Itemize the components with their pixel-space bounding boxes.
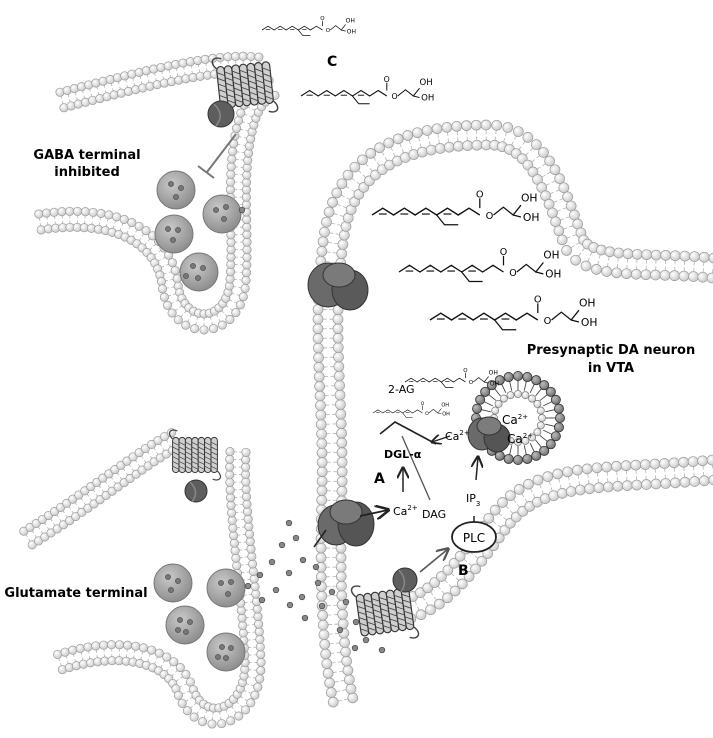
svg-text:OH: OH — [489, 369, 498, 376]
gaba-vesicle — [154, 214, 194, 254]
glutamate-vesicle — [206, 568, 246, 608]
glutamate-vesicle — [206, 632, 246, 672]
two-ag-molecules: OOOHOHOOOHOHOOOHOHOOOHOHOOOHOHOOOHOHOOOH… — [261, 16, 598, 418]
cb1-receptor-gaba — [211, 57, 279, 113]
svg-text:OH: OH — [521, 191, 538, 204]
panel-c-label: C — [327, 54, 337, 70]
dag-label: DAG — [422, 508, 446, 521]
text-labels: GABA terminal inhibited Glutamate termin… — [4, 54, 695, 601]
dgl-label: DGL-α — [384, 448, 422, 461]
glutamate-vesicles — [153, 563, 246, 672]
two-ag-molecule-6: OO OH OH — [372, 401, 450, 418]
g-protein-da — [392, 567, 418, 593]
g-protein-glutamate — [184, 479, 208, 503]
mglur-receptor-da — [350, 585, 420, 639]
channel-upper — [307, 262, 369, 311]
da-membrane-lower — [362, 454, 713, 628]
svg-text:OH: OH — [421, 94, 434, 104]
svg-text:O: O — [500, 247, 507, 258]
gaba-membrane-bottom — [34, 76, 280, 335]
svg-text:OH: OH — [441, 403, 449, 409]
svg-text:OH: OH — [581, 316, 598, 329]
svg-text:OH: OH — [346, 17, 355, 24]
cb1-receptor-glutamate — [169, 429, 221, 481]
receptors — [169, 57, 420, 639]
gaba-membrane-top — [55, 51, 264, 113]
arrow-gprotein-to-plc — [419, 549, 448, 573]
svg-text:O: O — [384, 75, 390, 84]
ip3-label: IP3 — [466, 492, 480, 508]
inhibition-line — [206, 133, 237, 173]
svg-text:O: O — [326, 28, 331, 34]
svg-text:OH: OH — [523, 211, 540, 224]
svg-text:OH: OH — [579, 296, 596, 309]
gaba-vesicle — [202, 194, 242, 234]
svg-text:O: O — [469, 380, 474, 386]
gaba-vesicle — [179, 252, 219, 292]
arrow-dag — [401, 435, 431, 501]
da-label-line1: Presynaptic DA neuron — [527, 343, 696, 358]
plc-enzyme — [451, 521, 497, 553]
ca-store-label-2: Ca2+ — [507, 432, 533, 446]
svg-text:OH: OH — [490, 380, 499, 387]
glutamate-label: Glutamate terminal — [4, 586, 147, 601]
svg-text:O: O — [509, 268, 516, 279]
glutamate-vesicle — [165, 605, 205, 645]
svg-text:OH: OH — [543, 250, 559, 262]
svg-text:OH: OH — [347, 28, 356, 35]
protein-blobs — [184, 100, 511, 593]
svg-text:O: O — [463, 368, 468, 374]
inhibition-bar — [197, 165, 215, 179]
svg-text:OH: OH — [420, 78, 433, 88]
arrow-glu-channel — [313, 529, 327, 548]
ca-store-label-1: Ca2+ — [502, 413, 528, 427]
gaba-label-line2: inhibited — [54, 165, 120, 180]
ca-mid-label: Ca2+ — [445, 429, 470, 443]
two-ag-molecule-4: OO OH OH — [300, 75, 434, 105]
arrow-ip3-to-store — [476, 457, 478, 481]
glutamate-membrane-bottom — [53, 447, 266, 729]
svg-text:O: O — [421, 401, 425, 407]
svg-text:O: O — [425, 411, 429, 417]
gaba-vesicles — [154, 170, 242, 292]
two-ag-molecule-5: OO OH OH — [404, 368, 499, 388]
panel-b-label: B — [458, 563, 469, 579]
svg-text:O: O — [486, 211, 494, 222]
gaba-label-line1: GABA terminal — [33, 148, 140, 163]
g-protein-gaba — [207, 100, 235, 128]
two-ag-molecule-7: OO OH OH — [261, 16, 356, 36]
ca-left-label: Ca2+ — [393, 504, 418, 518]
svg-text:O: O — [544, 316, 552, 327]
two-ag-label: 2-AG — [388, 383, 415, 396]
svg-text:O: O — [476, 189, 484, 200]
arrow-ca-to-dgl-right — [432, 436, 451, 442]
svg-text:OH: OH — [545, 269, 561, 281]
plc-label: PLC — [463, 531, 485, 545]
calcium-channel — [317, 499, 375, 547]
two-ag-molecule-1: OO OH OH — [371, 189, 540, 226]
svg-text:O: O — [320, 16, 325, 22]
panel-a-label: A — [374, 471, 385, 487]
two-ag-molecule-3: OO OH OH — [429, 294, 598, 331]
arrows — [197, 133, 478, 573]
arrow-channel-to-ca — [359, 510, 388, 516]
arrow-to-2ag — [379, 421, 437, 445]
ip3-receptor — [467, 416, 511, 453]
gaba-vesicle — [156, 170, 196, 210]
svg-text:O: O — [391, 92, 397, 101]
svg-text:OH: OH — [442, 412, 450, 418]
glutamate-vesicle — [153, 563, 193, 603]
two-ag-molecule-2: OO OH OH — [398, 247, 561, 283]
glutamate-membrane-top — [19, 428, 184, 550]
da-label-line2: in VTA — [588, 361, 634, 376]
svg-text:O: O — [534, 294, 542, 305]
